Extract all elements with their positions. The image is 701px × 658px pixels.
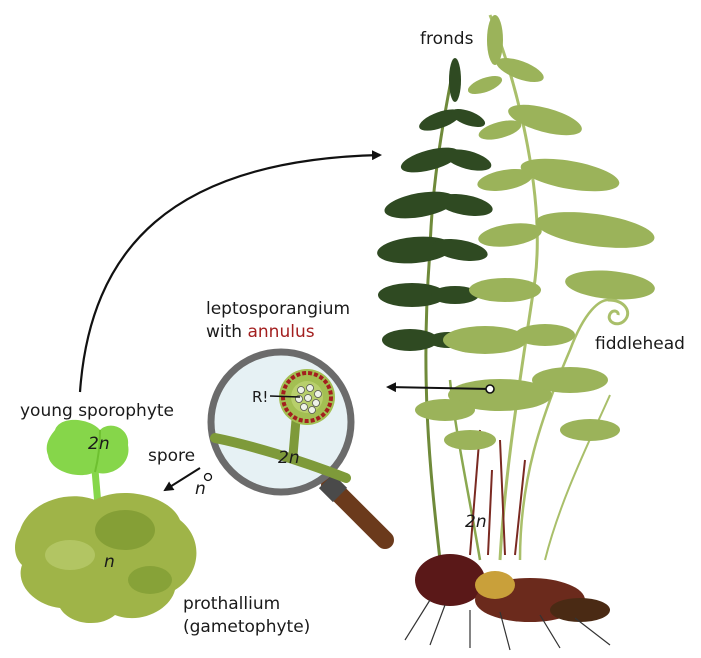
label-prothallium: prothallium <box>183 594 280 614</box>
magnifier-icon <box>211 352 385 540</box>
rhizome <box>405 554 610 650</box>
young-sporophyte-plant <box>47 420 129 505</box>
sorus-marker <box>486 385 494 393</box>
cycle-arrow <box>80 155 380 392</box>
label-spore: spore <box>148 446 195 466</box>
label-meiosis: R! <box>252 387 268 407</box>
label-ploidy-stalk: 2n <box>278 448 300 468</box>
label-gametophyte: (gametophyte) <box>183 617 310 637</box>
label-fronds: fronds <box>420 29 473 49</box>
label-ploidy-fern: 2n <box>465 512 487 532</box>
label-ploidy-spore: n <box>195 479 206 499</box>
label-with-annulus: with annulus <box>206 322 315 342</box>
label-fiddlehead: fiddlehead <box>595 334 685 354</box>
label-with: with <box>206 322 242 342</box>
adult-fern <box>376 15 657 650</box>
fiddlehead-coil <box>608 300 628 324</box>
label-young-sporophyte: young sporophyte <box>20 401 174 421</box>
label-leptosporangium: leptosporangium <box>206 299 350 319</box>
label-annulus: annulus <box>247 322 314 342</box>
label-ploidy-prothallium: n <box>104 552 115 572</box>
label-ploidy-young-sporophyte: 2n <box>88 434 110 454</box>
